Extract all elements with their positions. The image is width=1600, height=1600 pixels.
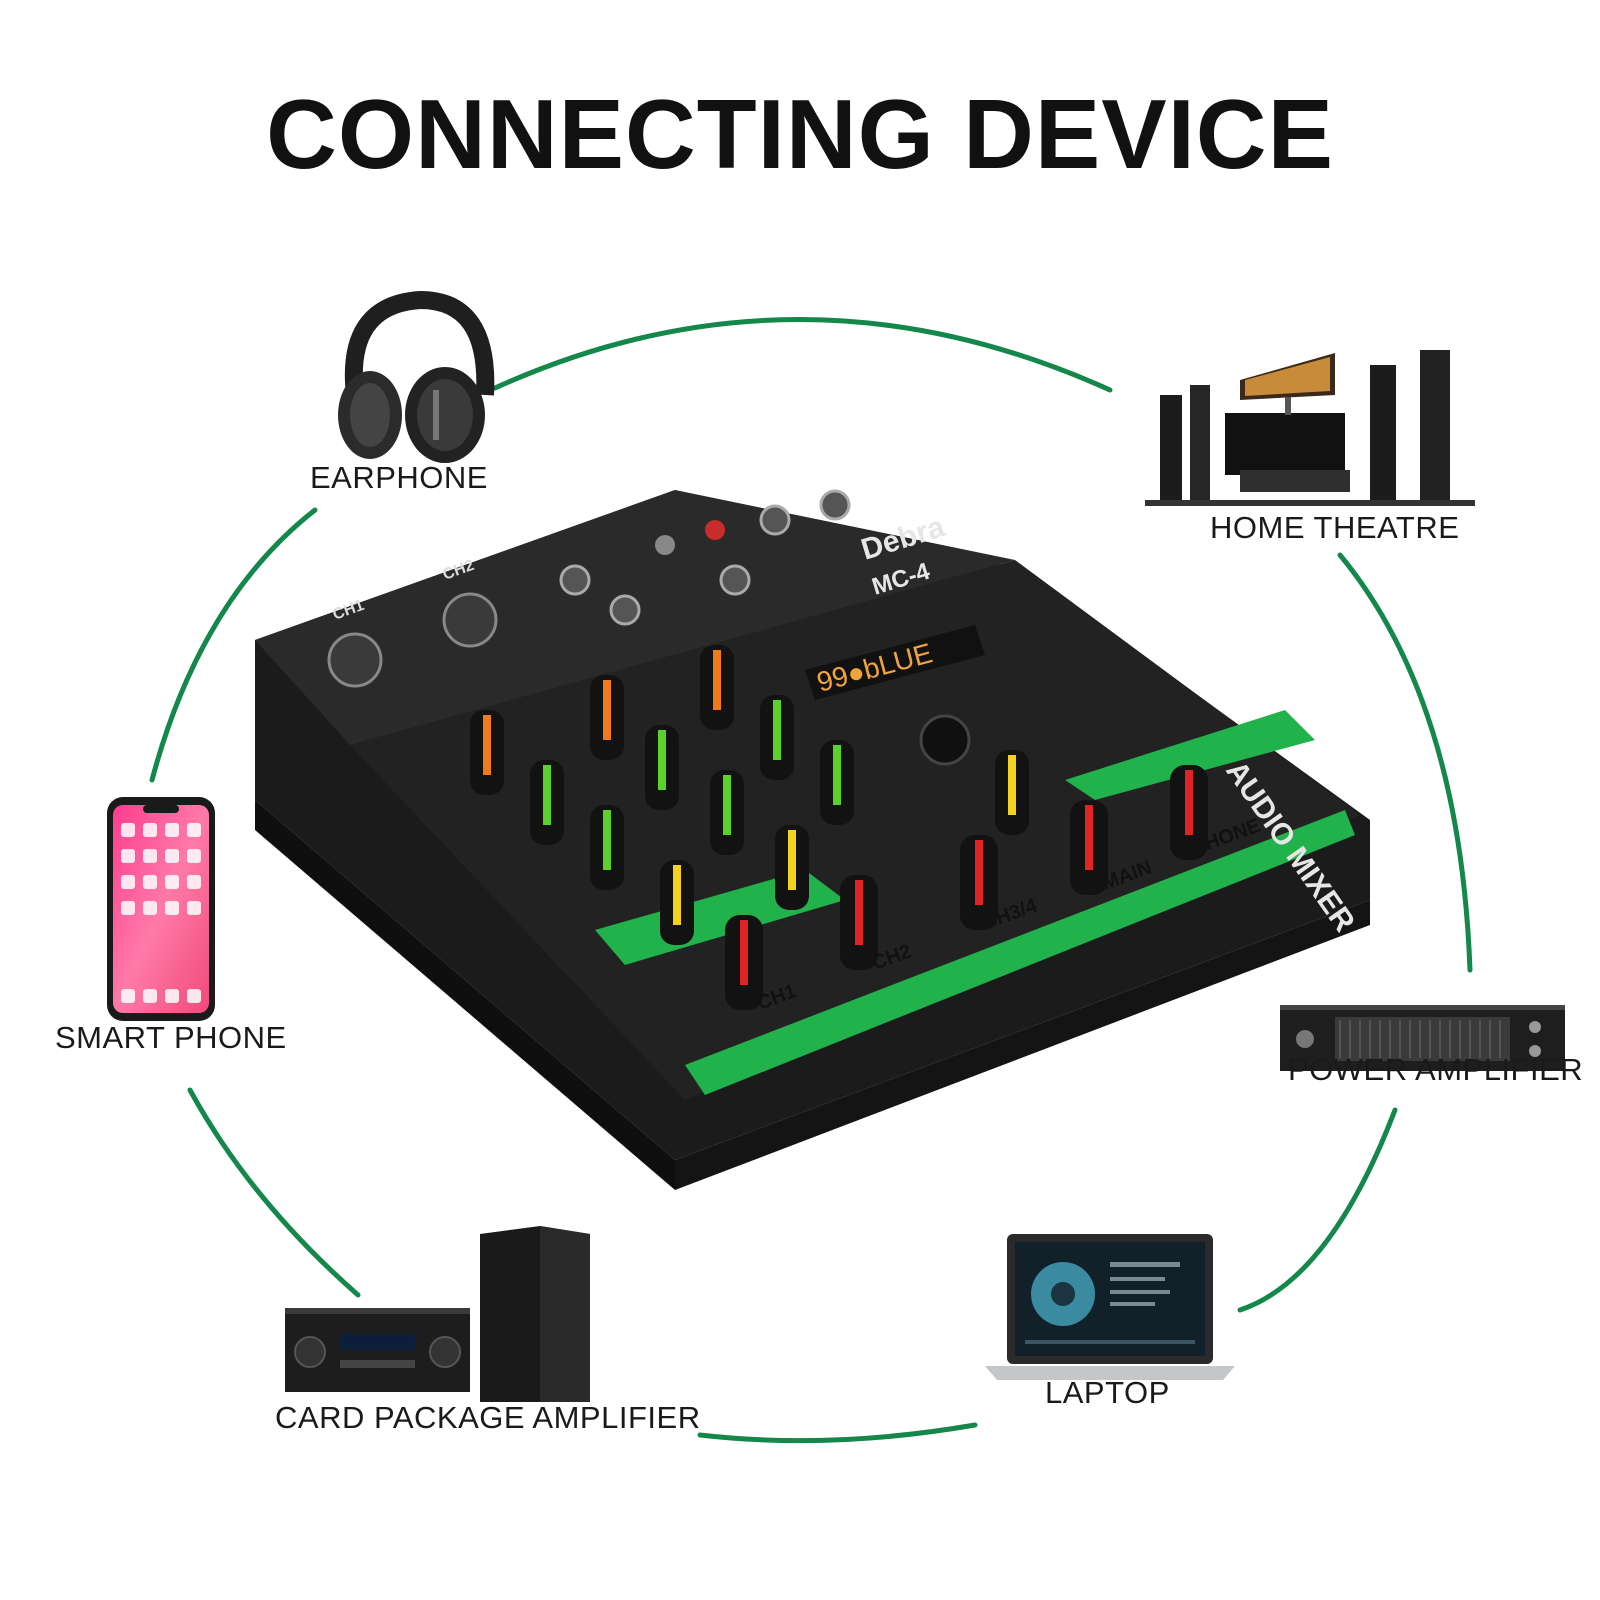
page-title: CONNECTING DEVICE [266, 79, 1334, 189]
volume-knobs [725, 765, 1208, 1010]
ring-arc-left-lower [187, 1087, 361, 1298]
ring-arc-left-upper [149, 507, 318, 783]
audio-mixer: Debra MC-4 99●bLUE CH1 CH2 CH1 CH2 CH3/4… [255, 489, 1370, 1190]
fx-knobs [660, 750, 1029, 945]
card-package-amplifier-icon [285, 1226, 590, 1402]
label-card-package-amplifier: CARD PACKAGE AMPLIFIER [275, 1400, 701, 1435]
ring-arc-right-upper [1337, 552, 1473, 973]
laptop-icon [985, 1234, 1235, 1380]
ring-arc-bottom [697, 1422, 978, 1444]
label-earphone: EARPHONE [310, 460, 488, 495]
ring-arc-top [492, 317, 1113, 393]
home-theatre-icon [1145, 350, 1475, 506]
smartphone-icon [107, 797, 215, 1021]
ring-arc-right-lower [1237, 1107, 1398, 1313]
headphones-icon [338, 290, 495, 463]
eq-knobs [530, 695, 854, 890]
label-laptop: LAPTOP [1045, 1375, 1170, 1410]
label-smart-phone: SMART PHONE [55, 1020, 287, 1055]
power-amplifier-icon [1280, 1005, 1565, 1071]
gain-knobs [470, 645, 734, 795]
label-home-theatre: HOME THEATRE [1210, 510, 1460, 545]
label-power-amplifier: POWER AMPLIFIER [1288, 1052, 1584, 1087]
